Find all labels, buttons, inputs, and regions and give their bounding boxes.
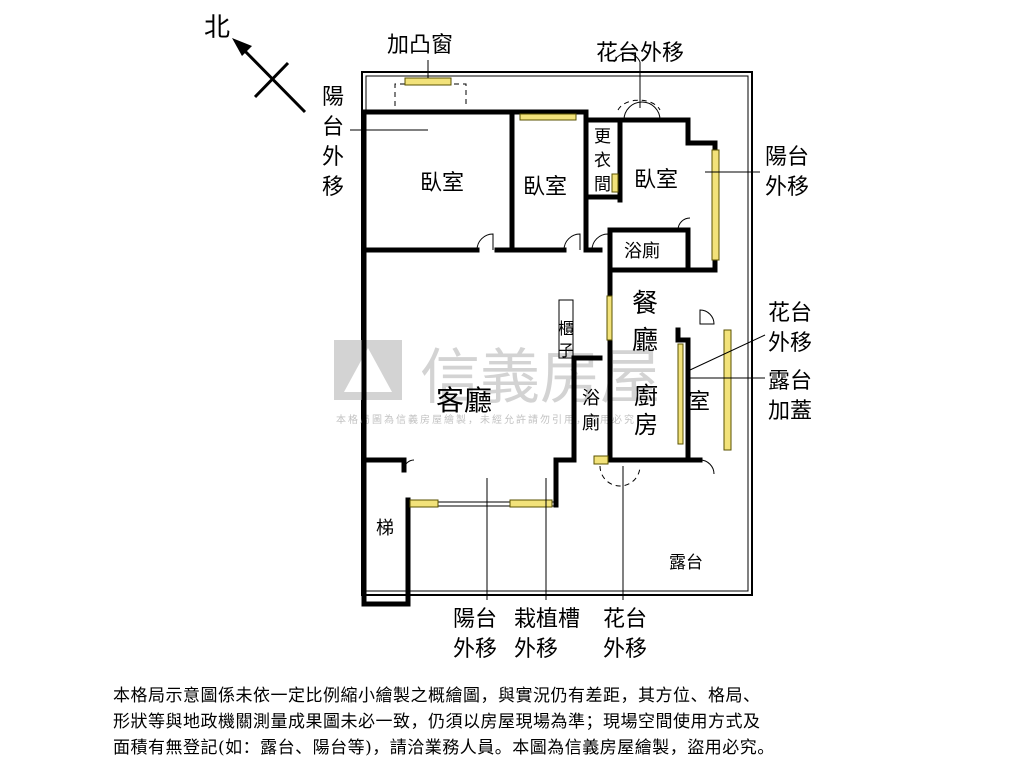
- callout-balcony-left-4: 移: [322, 175, 344, 200]
- room-bedroom-3: 臥室: [634, 168, 678, 193]
- room-bathroom-2-2: 廁: [582, 412, 600, 434]
- room-dining-1: 餐: [632, 289, 658, 319]
- doors: [403, 52, 715, 475]
- callout-trough-2: 外移: [514, 637, 558, 662]
- room-bedroom-2: 臥室: [523, 175, 567, 200]
- disclaimer-line-3: 面積有無登記(如：露台、陽台等)，請洽業務人員。本圖為信義房屋繪製，盜用必究。: [113, 738, 775, 758]
- watermark: 信義房屋 本格局圖為信義房屋繪製，未經允許請勿引用，盜用必究: [334, 340, 660, 426]
- window-bedroom-3: [711, 149, 720, 261]
- room-bedroom-1: 臥室: [420, 171, 464, 196]
- windows: [404, 77, 732, 508]
- window-living-left: [409, 499, 439, 508]
- callout-planter-right-2: 外移: [768, 331, 812, 356]
- callout-terrace-covered-2: 加蓋: [768, 399, 812, 424]
- watermark-note: 本格局圖為信義房屋繪製，未經允許請勿引用，盜用必究: [336, 413, 636, 426]
- north-arrow-icon: [232, 38, 307, 114]
- callout-balcony-left-3: 外: [322, 145, 344, 170]
- window-living-right: [509, 499, 553, 508]
- room-room: 室: [688, 390, 710, 415]
- leader-lines: [350, 60, 766, 600]
- watermark-logo-roof-icon: [344, 348, 392, 392]
- room-terrace: 露台: [669, 553, 703, 573]
- window-kitchen-right: [677, 343, 684, 445]
- terrace-boundary-inner: [365, 75, 749, 592]
- window-kitchen: [593, 455, 609, 465]
- callout-planter-top: 花台外移: [596, 41, 684, 66]
- disclaimer-line-1: 本格局示意圖係未依一定比例縮小繪製之概繪圖，與實況仍有差距，其方位、格局、: [113, 686, 761, 706]
- callout-balcony-bottom-1: 陽台: [453, 607, 497, 632]
- disclaimer: 本格局示意圖係未依一定比例縮小繪製之概繪圖，與實況仍有差距，其方位、格局、 形狀…: [113, 683, 913, 761]
- callout-balcony-left-1: 陽: [322, 85, 344, 110]
- floor-plan: 北 信義房屋 本格局圖為信義房屋繪製，未經允許請勿引用，盜用必究: [204, 13, 812, 662]
- callout-balcony-right-2: 外移: [765, 175, 809, 200]
- terrace-boundary: [361, 71, 753, 596]
- room-dressing-2: 衣: [594, 151, 611, 171]
- callout-planter-right-1: 花台: [768, 301, 812, 326]
- callout-terrace-covered-1: 露台: [768, 369, 812, 394]
- callout-balcony-bottom-2: 外移: [453, 637, 497, 662]
- bay-window: [404, 77, 452, 86]
- disclaimer-line-2: 形狀等與地政機關測量成果圖未必一致，仍須以房屋現場為準；現場空間使用方式及: [113, 712, 761, 732]
- room-kitchen-1: 廚: [634, 382, 658, 410]
- callout-balcony-right-1: 陽台: [765, 145, 809, 170]
- walls: [361, 109, 718, 607]
- window-dressing: [611, 173, 619, 193]
- room-dining-2: 廳: [632, 326, 658, 356]
- room-dressing-1: 更: [594, 127, 611, 147]
- callout-balcony-left-2: 台: [322, 115, 344, 140]
- callout-trough-1: 栽植槽: [514, 607, 580, 632]
- callout-planter-bottom-1: 花台: [603, 607, 647, 632]
- window-dining: [606, 295, 613, 341]
- room-dressing-3: 間: [594, 175, 611, 195]
- room-bathroom-2-1: 浴: [582, 388, 600, 409]
- room-living: 客廳: [436, 384, 492, 417]
- room-kitchen-2: 房: [634, 411, 658, 439]
- window-room: [723, 329, 732, 451]
- callout-bay-window: 加凸窗: [387, 33, 453, 58]
- callout-planter-bottom-2: 外移: [603, 637, 647, 662]
- room-cabinet-2: 子: [558, 341, 574, 360]
- cabinet-outline: [558, 299, 574, 359]
- watermark-brand: 信義房屋: [420, 343, 660, 413]
- room-cabinet-1: 櫃: [558, 319, 574, 338]
- room-stairs: 梯: [376, 518, 394, 539]
- room-bathroom-1: 浴廁: [624, 240, 660, 262]
- window-bedroom-2: [519, 113, 577, 121]
- north-label: 北: [204, 13, 230, 43]
